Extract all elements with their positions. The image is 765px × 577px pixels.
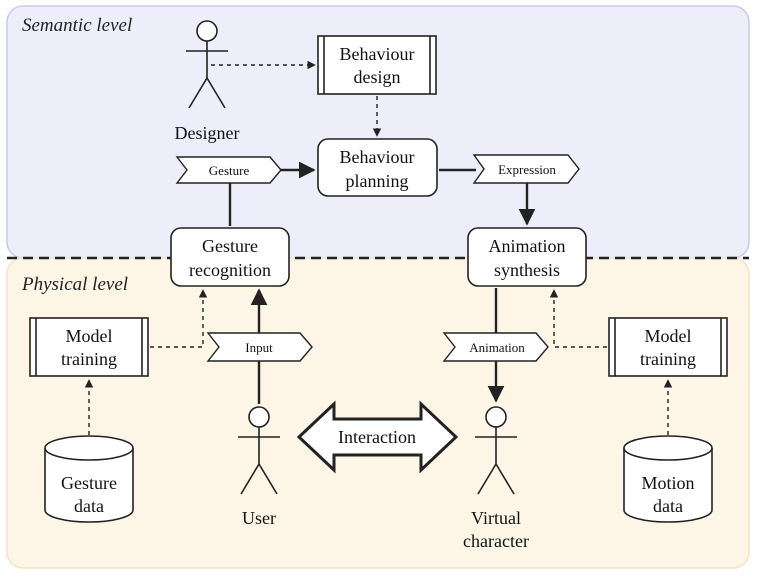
animation-synthesis-line1: Animation xyxy=(489,236,566,256)
model-training-left-line2: training xyxy=(61,349,117,369)
gesture-data-line2: data xyxy=(74,496,104,516)
gesture-tag: Gesture xyxy=(175,156,282,184)
animation-tag: Animation xyxy=(442,332,549,362)
model-training-left-line1: Model xyxy=(66,326,113,346)
animation-tag-label: Animation xyxy=(469,340,525,355)
gesture-data-line1: Gesture xyxy=(61,473,117,493)
physical-level-label: Physical level xyxy=(21,274,128,295)
gesture-tag-label: Gesture xyxy=(209,163,250,178)
input-tag-label: Input xyxy=(245,340,273,355)
animation-synthesis-line2: synthesis xyxy=(494,260,560,280)
behaviour-planning-line1: Behaviour xyxy=(340,147,415,167)
model-training-right-line2: training xyxy=(640,349,696,369)
user-label: User xyxy=(242,508,276,528)
animation-synthesis-box: Animation synthesis xyxy=(467,227,587,287)
input-tag: Input xyxy=(206,332,313,362)
interaction-label: Interaction xyxy=(338,427,416,447)
designer-actor-icon xyxy=(186,20,228,109)
model-training-right-line1: Model xyxy=(645,326,692,346)
semantic-level-label: Semantic level xyxy=(22,15,132,36)
motion-data-line2: data xyxy=(653,496,683,516)
behaviour-design-line2: design xyxy=(354,67,401,87)
gesture-data-database-icon: Gesture data xyxy=(44,435,134,523)
right-training-to-synthesis-arrow xyxy=(549,289,607,348)
motion-data-database-icon: Motion data xyxy=(623,435,713,523)
behaviour-planning-box: Behaviour planning xyxy=(317,138,438,197)
designer-label: Designer xyxy=(175,123,240,143)
virtual-character-line2: character xyxy=(463,531,529,551)
virtual-character-line1: Virtual xyxy=(471,508,521,528)
motion-data-line1: Motion xyxy=(641,473,694,493)
user-actor-icon xyxy=(238,406,280,495)
model-training-left-process: Model training xyxy=(29,317,149,377)
left-training-to-recognition-arrow xyxy=(150,289,208,348)
virtual-character-actor-icon xyxy=(475,406,517,495)
model-training-right-process: Model training xyxy=(608,317,728,377)
expression-tag-label: Expression xyxy=(498,162,556,177)
expression-tag: Expression xyxy=(472,154,580,184)
physical-level-region xyxy=(6,257,750,569)
interaction-double-arrow: Interaction xyxy=(296,400,459,474)
gesture-recognition-line2: recognition xyxy=(189,260,271,280)
behaviour-planning-line2: planning xyxy=(346,171,409,191)
behaviour-design-line1: Behaviour xyxy=(340,44,415,64)
gesture-recognition-line1: Gesture xyxy=(202,236,258,256)
behaviour-design-process: Behaviour design xyxy=(317,35,437,95)
gesture-recognition-box: Gesture recognition xyxy=(170,227,290,287)
